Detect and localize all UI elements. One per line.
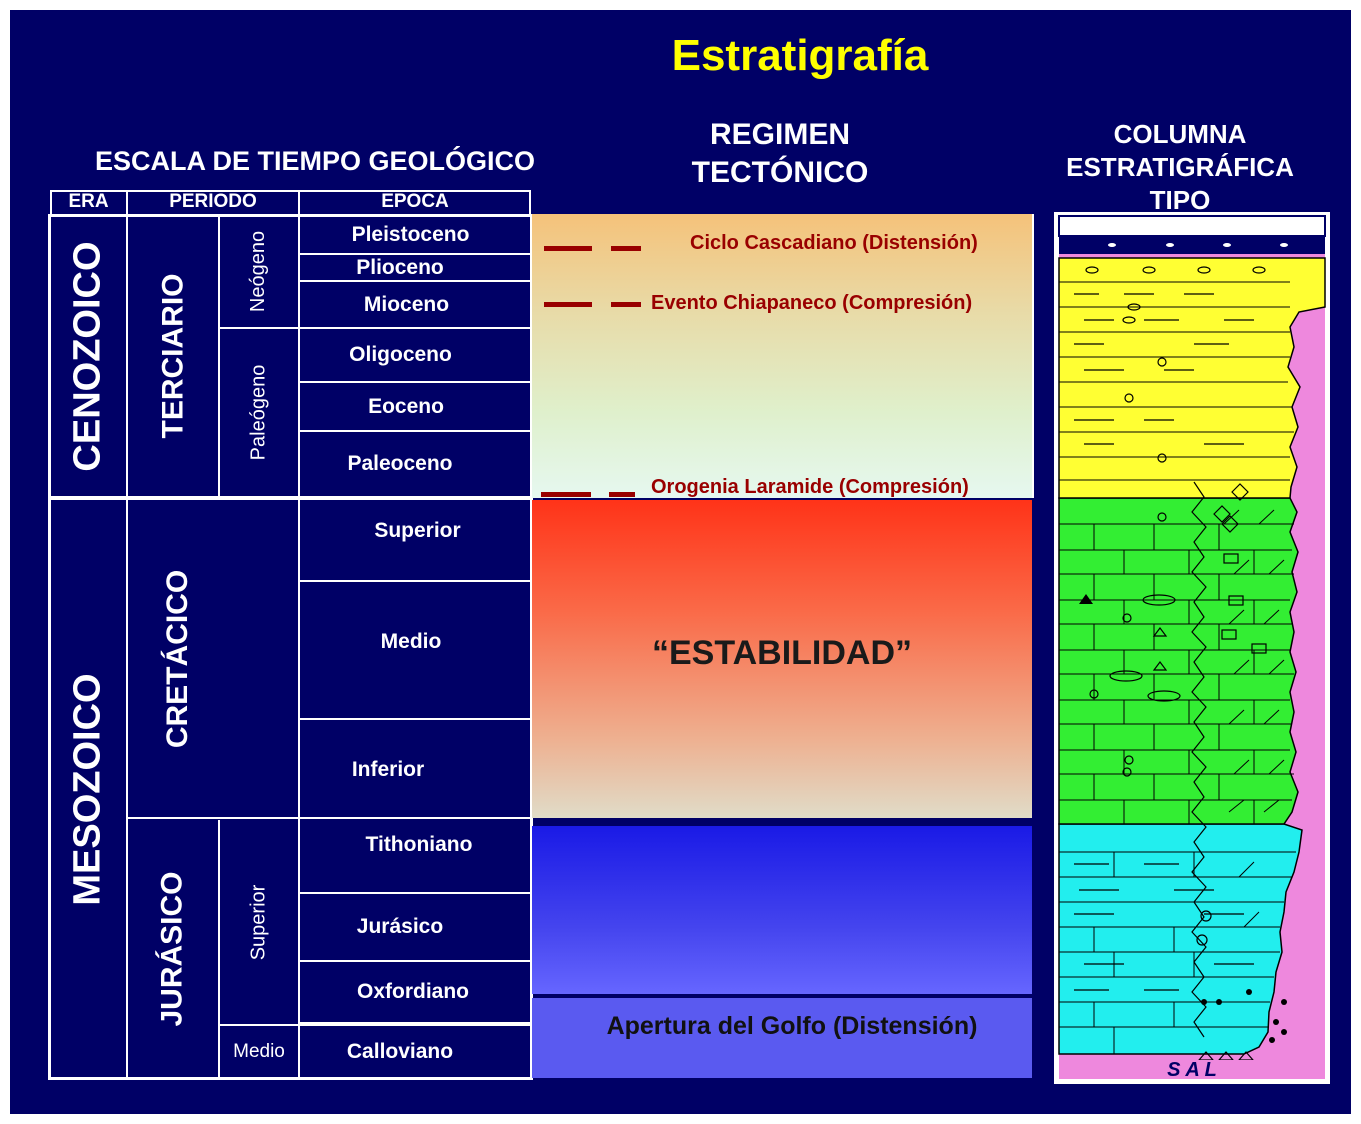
regimen-header: REGIMEN TECTÓNICO <box>630 116 930 192</box>
event-cascadiano: Ciclo Cascadiano (Distensión) <box>690 232 978 254</box>
event-chiapaneco: Evento Chiapaneco (Compresión) <box>651 292 973 314</box>
era-cenozoico-label: CENOZOICO <box>66 240 109 472</box>
regimen-header-line-1: REGIMEN <box>709 118 850 151</box>
regimen-header-line-2: TECTÓNICO <box>691 156 869 189</box>
epoch-tithoniano: Tithoniano <box>365 833 473 856</box>
column-brick-ticks <box>1093 524 1255 1054</box>
subperiod-superior-label: Superior <box>247 884 270 960</box>
epoch-eoceno: Eoceno <box>368 394 444 418</box>
header-era: ERA <box>68 191 109 212</box>
era-mesozoico: MESOZOICO <box>50 500 126 1078</box>
column-dash-marks <box>1074 293 1254 991</box>
era-mesozoico-label: MESOZOICO <box>66 672 109 906</box>
column-sal-label: S A L <box>1167 1059 1217 1081</box>
period-terciario-label: TERCIARIO <box>156 273 189 439</box>
period-jurasico: JURÁSICO <box>128 820 218 1078</box>
column-sal-band <box>1059 1060 1325 1079</box>
epoch-superior: Superior <box>374 519 461 542</box>
column-cyan-layer <box>1058 823 1303 1055</box>
column-yellow-layer <box>1058 257 1326 499</box>
column-hatched-ovals <box>1109 594 1181 702</box>
epoch-medio: Medio <box>380 630 442 653</box>
table-header-row <box>50 190 531 214</box>
epoch-pleistoceno: Pleistoceno <box>351 222 470 246</box>
subperiod-paleogeno: Paleógeno <box>220 329 298 496</box>
period-terciario: TERCIARIO <box>128 216 218 496</box>
epoch-mioceno: Mioceno <box>363 292 450 316</box>
column-green-layer <box>1058 497 1299 825</box>
page-title: Estratigrafía <box>671 31 929 80</box>
header-epoca: EPOCA <box>381 191 449 212</box>
slide: Estratigrafía ESCALA DE TIEMPO GEOLÓGICO… <box>10 10 1351 1114</box>
subperiod-paleogeno-label: Paleógeno <box>247 364 270 461</box>
event-laramide: Orogenia Laramide (Compresión) <box>651 476 969 498</box>
epoch-jurasico: Jurásico <box>356 915 444 938</box>
columna-header-line-1: COLUMNA <box>1113 119 1247 149</box>
stability-label: “ESTABILIDAD” <box>651 634 913 672</box>
stratigraphic-column: S A L <box>1054 212 1330 1084</box>
tectonic-panel-cenozoic <box>532 214 1034 498</box>
epoch-inferior: Inferior <box>351 758 425 781</box>
tectonic-panel-stability <box>532 500 1032 818</box>
column-bedding-lines <box>1059 281 1296 1028</box>
tectonic-panel-jurassic <box>532 826 1032 994</box>
column-fossil-symbols <box>1085 266 1267 1061</box>
column-solid-symbols <box>1079 594 1287 1043</box>
columna-header: COLUMNA ESTRATIGRÁFICA TIPO <box>1050 118 1310 217</box>
epoch-oxfordiano: Oxfordiano <box>356 980 469 1003</box>
columna-header-line-3: TIPO <box>1149 185 1211 215</box>
period-jurasico-label: JURÁSICO <box>156 871 189 1027</box>
column-navy-band <box>1059 236 1325 254</box>
epoch-calloviano: Calloviano <box>346 1040 454 1063</box>
opening-label: Apertura del Golfo (Distensión) <box>606 1012 978 1040</box>
period-cretacico: CRETÁCICO <box>128 500 228 817</box>
column-dolomite-strokes <box>1223 509 1285 928</box>
period-cretacico-label: CRETÁCICO <box>161 569 194 748</box>
subperiod-neogeno: Neógeno <box>220 216 298 327</box>
subperiod-superior: Superior <box>220 820 298 1024</box>
column-top-band <box>1058 215 1326 237</box>
subperiod-neogeno-label: Neógeno <box>247 230 270 313</box>
epoch-plioceno: Plioceno <box>356 255 444 279</box>
tectonic-panel-opening <box>532 998 1032 1078</box>
geologic-table <box>48 214 533 1080</box>
header-periodo: PERIODO <box>169 191 257 212</box>
epoch-oligoceno: Oligoceno <box>349 343 452 366</box>
columna-header-line-2: ESTRATIGRÁFICA <box>1066 152 1294 182</box>
escala-header: ESCALA DE TIEMPO GEOLÓGICO <box>94 146 536 176</box>
epoch-paleoceno: Paleoceno <box>347 452 453 475</box>
subperiod-medio: Medio <box>233 1041 285 1062</box>
era-cenozoico: CENOZOICO <box>50 216 126 496</box>
